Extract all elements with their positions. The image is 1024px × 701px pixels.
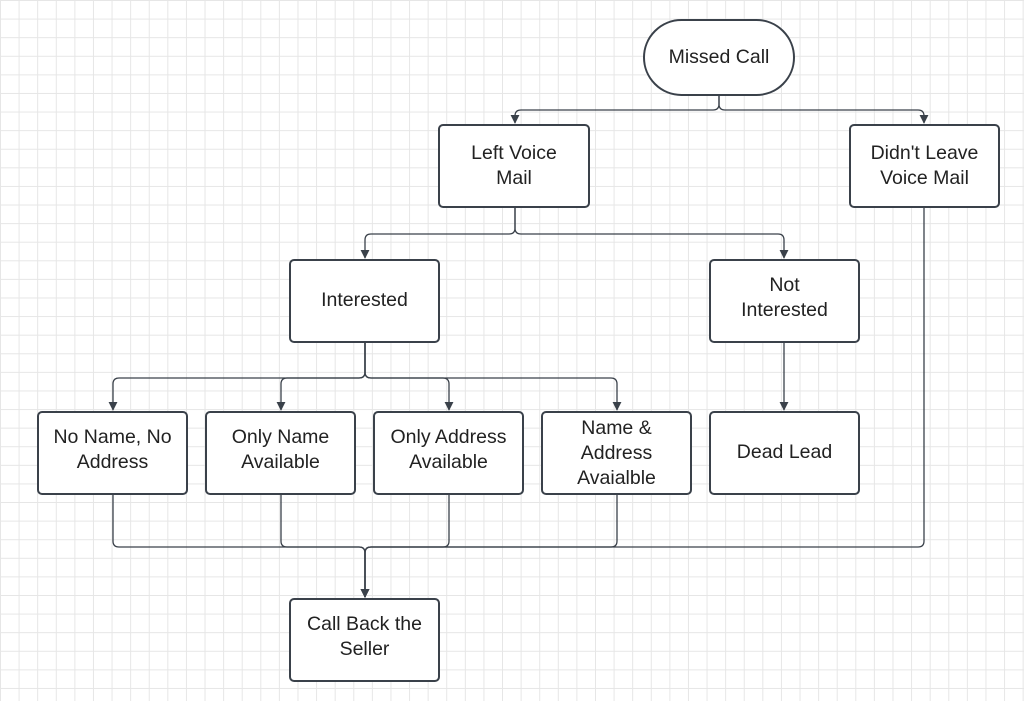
edge-no-name-no-address-to-call-back [112, 494, 370, 598]
node-interested-shape[interactable] [289, 259, 440, 343]
node-only-address-available-shape[interactable] [373, 411, 524, 495]
node-only-address-available-label: Only Address Available [390, 426, 507, 473]
edges [108, 95, 929, 598]
edge-didnt-leave-voice-mail-to-call-back [360, 208, 925, 598]
edge-interested-to-only-name-available [276, 342, 366, 411]
edge-only-address-available-to-call-back [360, 494, 450, 598]
node-not-interested-shape[interactable] [709, 259, 860, 343]
edge-only-name-available-to-call-back [280, 494, 370, 598]
edge-interested-to-only-address-available [364, 342, 454, 411]
edge-name-and-address-available-to-call-back [360, 494, 618, 598]
node-missed-call-label: Missed Call [668, 46, 770, 68]
edge-interested-to-no-name-no-address [108, 342, 366, 411]
edge-left-voice-mail-to-not-interested [514, 207, 789, 259]
node-only-name-available-label: Only Name Available [231, 426, 330, 473]
node-call-back-the-seller-shape[interactable] [289, 598, 440, 682]
node-missed-call-shape[interactable] [643, 19, 795, 96]
edge-interested-to-name-and-address-available [364, 342, 622, 411]
node-name-and-address-available-label: Name & Address Avaialble [577, 416, 656, 489]
node-no-name-no-address-label: No Name, No Address [53, 426, 172, 473]
node-interested-label: Interested [321, 288, 408, 311]
node-dead-lead-shape[interactable] [709, 411, 860, 495]
nodes [37, 19, 1000, 682]
node-name-and-address-available-shape[interactable] [541, 411, 692, 495]
node-dead-lead-label: Dead Lead [736, 440, 833, 463]
node-didnt-leave-voice-mail-label: Didn't Leave Voice Mail [870, 142, 979, 189]
edge-left-voice-mail-to-interested [360, 207, 516, 259]
node-no-name-no-address-shape[interactable] [37, 411, 188, 495]
node-left-voice-mail-shape[interactable] [438, 124, 590, 208]
node-not-interested-label: Not Interested [741, 274, 828, 321]
node-didnt-leave-voice-mail-shape[interactable] [849, 124, 1000, 208]
edge-missed-call-to-didnt-leave-voice-mail [718, 95, 929, 124]
edge-missed-call-to-left-voice-mail [510, 95, 720, 124]
node-call-back-the-seller-label: Call Back the Seller [307, 613, 422, 660]
node-left-voice-mail-label: Left Voice Mail [471, 142, 557, 189]
node-only-name-available-shape[interactable] [205, 411, 356, 495]
